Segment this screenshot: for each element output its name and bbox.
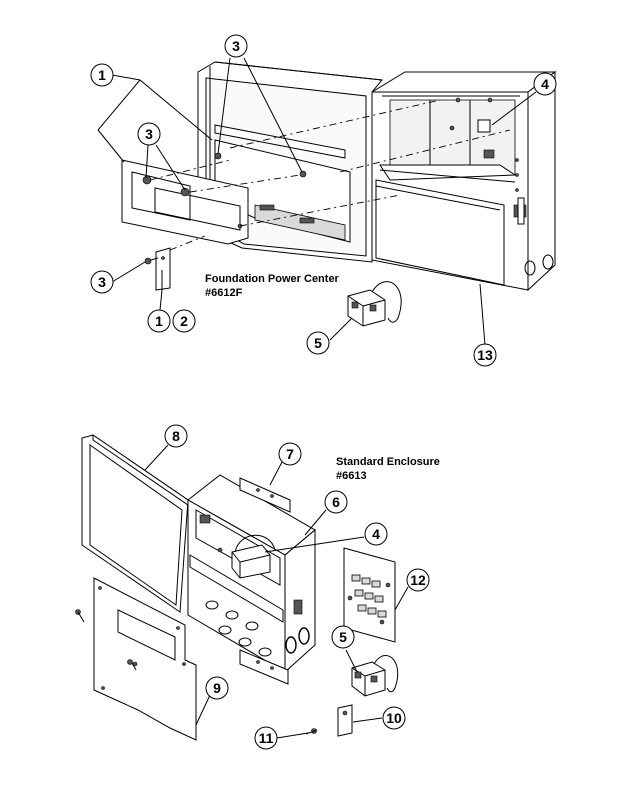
callout-bot-11: 11 [254,726,278,750]
svg-text:10: 10 [386,710,402,726]
svg-text:6: 6 [332,494,340,510]
svg-text:7: 7 [286,446,294,462]
svg-text:3: 3 [232,38,240,54]
svg-text:4: 4 [372,526,380,542]
svg-text:5: 5 [314,335,322,351]
callout-top-1b: 1 [147,309,171,333]
callout-top-4: 4 [533,72,557,96]
callout-top-3c: 3 [90,270,114,294]
bottom-assembly [75,434,409,741]
bottom-caption-line2: #6613 [336,470,367,482]
callout-top-13: 13 [473,343,497,367]
svg-text:3: 3 [98,274,106,290]
callout-top-3a: 3 [224,34,248,58]
svg-text:5: 5 [339,629,347,645]
svg-text:8: 8 [172,428,180,444]
enclosure-box-part-6 [187,474,316,674]
svg-text:1: 1 [98,67,106,83]
callout-bot-10: 10 [382,706,406,730]
mounting-plate [214,139,351,243]
mounting-strip-part-7 [239,477,291,513]
mounting-strip-lower [239,649,289,685]
callout-bot-12: 12 [406,568,430,592]
svg-text:4: 4 [541,76,549,92]
callout-top-3b: 3 [137,122,161,146]
svg-text:3: 3 [145,126,153,142]
svg-text:11: 11 [259,730,274,746]
dead-front-cover-part-9 [93,577,197,741]
screw-part-3 [299,170,307,178]
leader-lines-bottom [144,444,409,739]
svg-text:1: 1 [155,313,163,329]
callout-bot-9: 9 [205,676,229,700]
top-caption-line1: Foundation Power Center [205,273,340,285]
power-center-enclosure [370,71,557,292]
cover-plate [121,159,249,245]
svg-text:2: 2 [180,313,188,329]
leader-lines-top [97,57,537,346]
callout-bot-4: 4 [364,522,388,546]
top-assembly [97,57,557,346]
top-caption-line2: #6612F [205,287,243,299]
circuit-panel-part-12 [343,547,396,643]
screws-lower [75,609,137,671]
svg-text:13: 13 [477,347,493,363]
callout-bot-6: 6 [324,490,348,514]
callout-bot-8: 8 [164,424,188,448]
bottom-caption-line1: Standard Enclosure [336,456,440,468]
support-rail [214,124,346,159]
callout-top-1a: 1 [90,63,114,87]
callout-bot-7: 7 [278,442,302,466]
callout-top-5: 5 [306,331,330,355]
svg-text:12: 12 [410,572,426,588]
relay-part-5 [347,281,402,327]
callout-bot-5: 5 [331,625,355,649]
transformer-part-4 [231,534,276,579]
bracket-part-10 [337,704,353,737]
assembly-lines [149,99,511,251]
screw-part-3 [144,257,159,265]
callout-top-2: 2 [172,309,196,333]
relay-part-5-lower [351,655,399,697]
terminal-block [347,574,391,625]
svg-text:9: 9 [213,680,221,696]
small-bracket [155,247,171,291]
